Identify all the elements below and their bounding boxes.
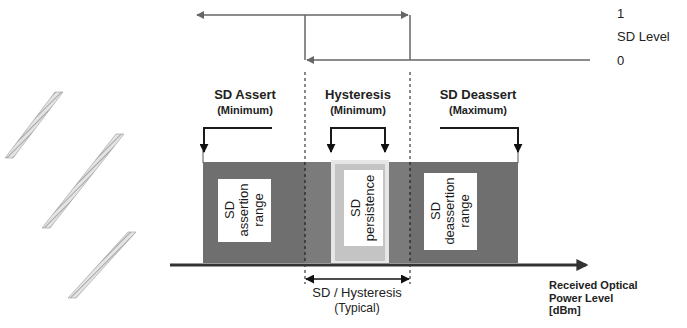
- vertical-label: SD persistence: [349, 175, 378, 241]
- typical-hysteresis-arrow: [306, 278, 357, 280]
- power-band: [203, 150, 518, 263]
- range-qualifier: (Maximum): [449, 104, 507, 117]
- level-value: 0: [617, 54, 624, 69]
- range-qualifier: (Minimum): [217, 104, 273, 117]
- range-box: SD deassertion range: [424, 173, 477, 250]
- range-qualifier: (Typical): [334, 302, 379, 316]
- hatched-strips: [5, 92, 136, 298]
- level-value: 1: [617, 7, 624, 22]
- power-axis: [170, 264, 586, 267]
- axis-title: SD Level: [617, 30, 670, 45]
- dashed-dividers: [305, 72, 410, 284]
- range-title: SD Assert: [214, 88, 276, 103]
- range-box: SD persistence: [344, 170, 383, 246]
- vertical-label: SD assertion range: [223, 184, 266, 237]
- range-qualifier: (Minimum): [330, 104, 386, 117]
- range-brackets: [204, 128, 518, 152]
- axis-title: Received Optical Power Level [dBm]: [549, 279, 644, 317]
- range-title: SD / Hysteresis: [312, 286, 402, 301]
- sd-level-waveform: [197, 15, 590, 60]
- range-title: SD Deassert: [440, 88, 517, 103]
- vertical-label: SD deassertion range: [429, 177, 472, 244]
- range-box: SD assertion range: [218, 179, 271, 242]
- typical-hysteresis-arrow: [357, 278, 409, 280]
- range-title: Hysteresis: [325, 88, 391, 103]
